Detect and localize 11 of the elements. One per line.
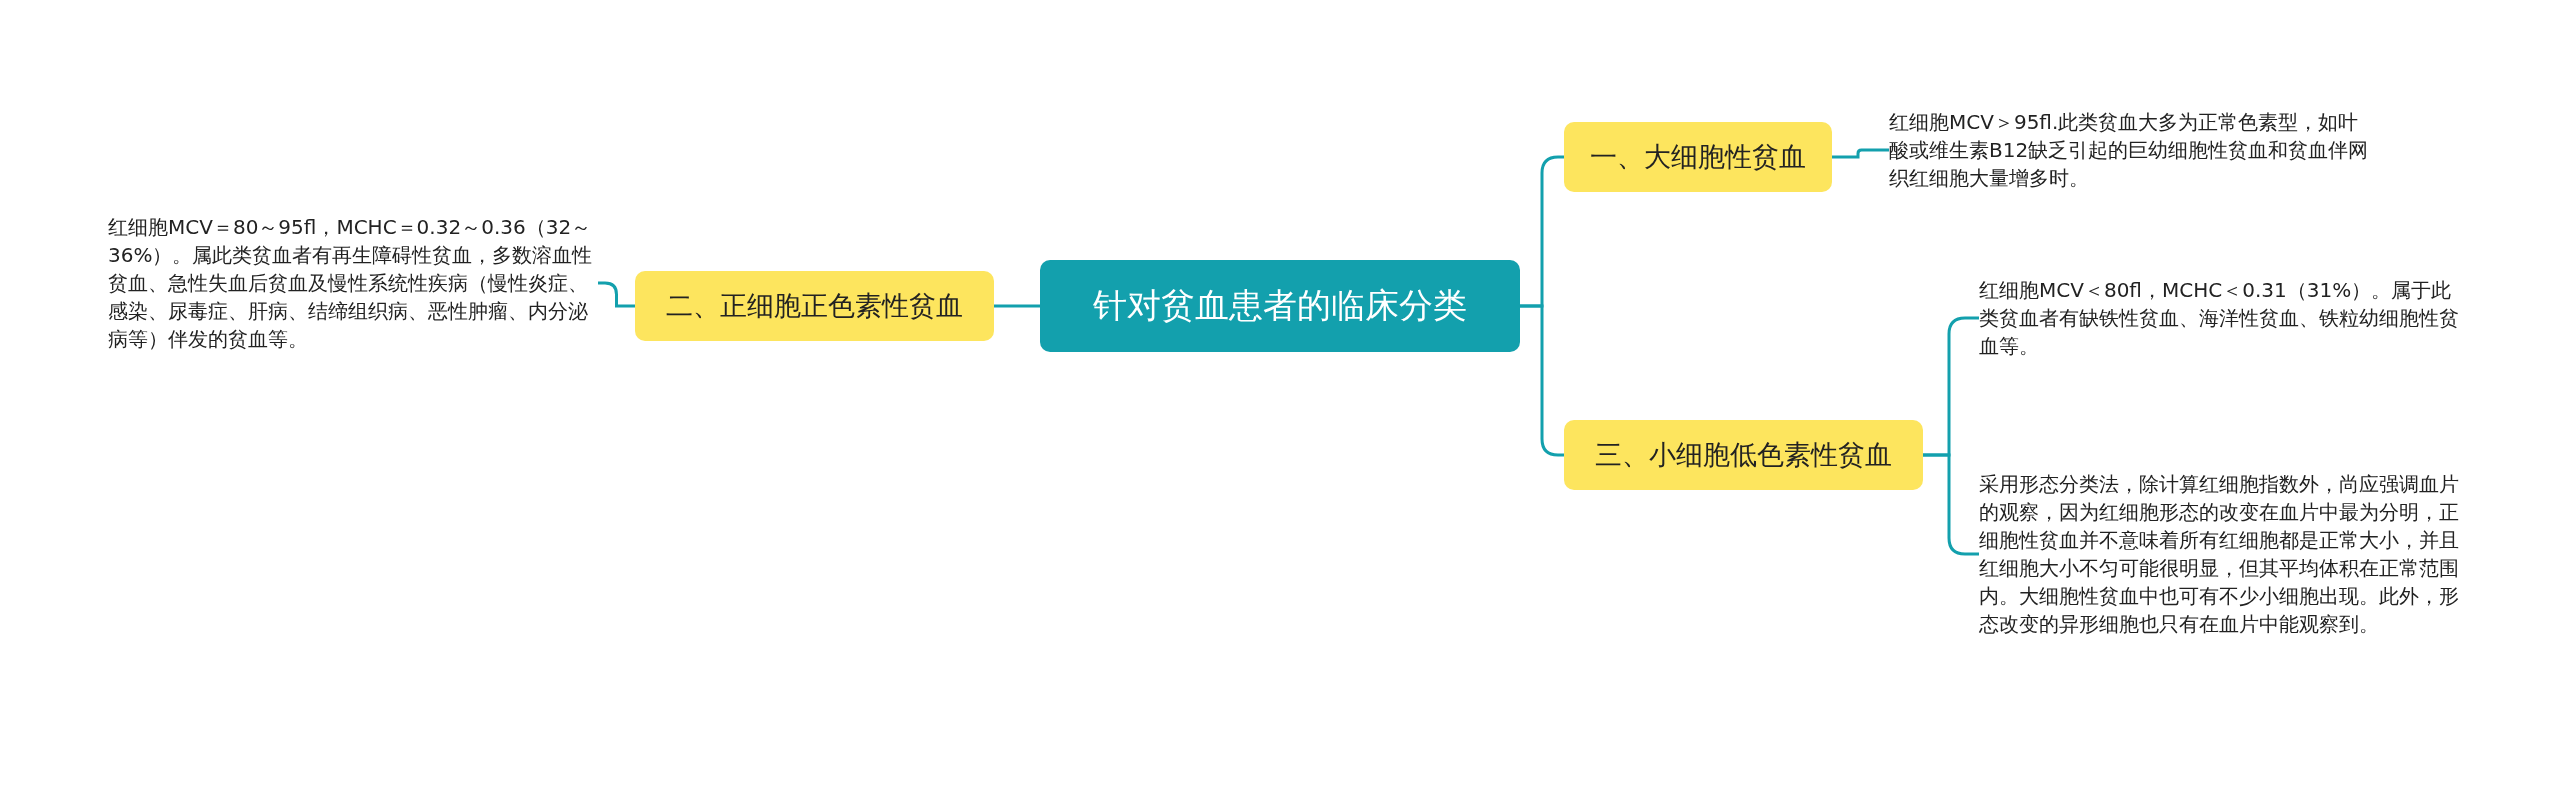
branch-box: 二、正细胞正色素性贫血	[635, 271, 994, 341]
topic-box: 针对贫血患者的临床分类	[1040, 260, 1520, 352]
note-text: 红细胞MCV＜80fl，MCHC＜0.31（31%）。属于此类贫血者有缺铁性贫血、海洋性贫血、铁粒幼细胞性贫血等。	[1979, 276, 2459, 360]
branch-box: 三、小细胞低色素性贫血	[1564, 420, 1923, 490]
connector-line	[598, 281, 635, 308]
note-text: 红细胞MCV＞95fl.此类贫血大多为正常色素型，如叶酸或维生素B12缺乏引起的巨幼细胞性贫血和贫血伴网织红细胞大量增多时。	[1889, 108, 2369, 192]
connector-line	[1832, 148, 1889, 159]
branch-box: 一、大细胞性贫血	[1564, 122, 1832, 192]
note-text: 红细胞MCV＝80～95fl，MCHC＝0.32～0.36（32～36%）。属此类贫血者有再生障碍性贫血，多数溶血性贫血、急性失血后贫血及慢性系统性疾病（慢性炎症、感染、尿毒症、肝病、结缔组织病、恶性肿瘤、内分泌病等）伴发的贫血等。	[108, 213, 598, 353]
connector-line	[994, 304, 1040, 308]
note-text: 采用形态分类法，除计算红细胞指数外，尚应强调血片的观察，因为红细胞形态的改变在血片中最为分明，正细胞性贫血并不意味着所有红细胞都是正常大小，并且红细胞大小不匀可能很明显，但其平均体积在正常范围内。大细胞性贫血中也可有不少小细胞出现。此外，形态改变的异形细胞也只有在血片中能观察到。	[1979, 470, 2459, 638]
